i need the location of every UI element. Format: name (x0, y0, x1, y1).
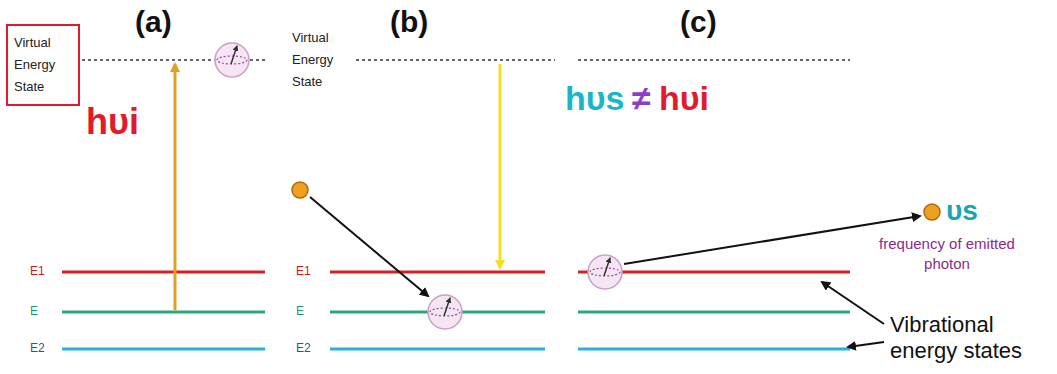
molecule-symbol (588, 255, 622, 289)
level-label: E (296, 304, 304, 318)
excitation-arrow (174, 64, 177, 310)
state-label: Virtual Energy State (292, 27, 350, 93)
level-label: E2 (30, 341, 45, 355)
level-label: E2 (296, 341, 311, 355)
photon-energy: hυi (86, 100, 139, 143)
panel-letter: (c) (680, 4, 717, 40)
panel-letter: (a) (135, 4, 172, 40)
level-label: E (30, 304, 38, 318)
callout-text: Vibrational energy states (890, 312, 1052, 364)
state-box: Virtual Energy State (6, 24, 80, 106)
leader-arrow (848, 342, 884, 347)
state-text: Virtual Energy State (14, 32, 72, 98)
emission-arrow (624, 216, 920, 264)
energy-level (330, 348, 545, 351)
energy-level (330, 271, 545, 274)
inequality-sign: ≠ (632, 78, 651, 119)
molecule-symbol (215, 43, 249, 77)
leader-arrow (822, 282, 884, 324)
energy-level (578, 348, 850, 351)
photon-energy: hυs (565, 78, 624, 119)
energy-level (62, 271, 265, 274)
note-text: frequency of emitted photon (872, 234, 1022, 274)
photon-ball (924, 204, 940, 220)
frequency-symbol: υs (946, 194, 978, 228)
energy-level (578, 311, 850, 314)
relaxation-arrow (499, 64, 502, 268)
energy-level (62, 311, 265, 314)
level-label: E1 (296, 264, 311, 278)
virtual-level (356, 59, 555, 61)
photon-ball (292, 182, 308, 198)
level-label: E1 (30, 264, 45, 278)
energy-level (62, 348, 265, 351)
molecule-symbol (428, 295, 462, 329)
panel-letter: (b) (390, 4, 428, 40)
virtual-level (578, 59, 850, 61)
photon-energy: hυi (659, 78, 709, 119)
photon-path (310, 197, 428, 296)
